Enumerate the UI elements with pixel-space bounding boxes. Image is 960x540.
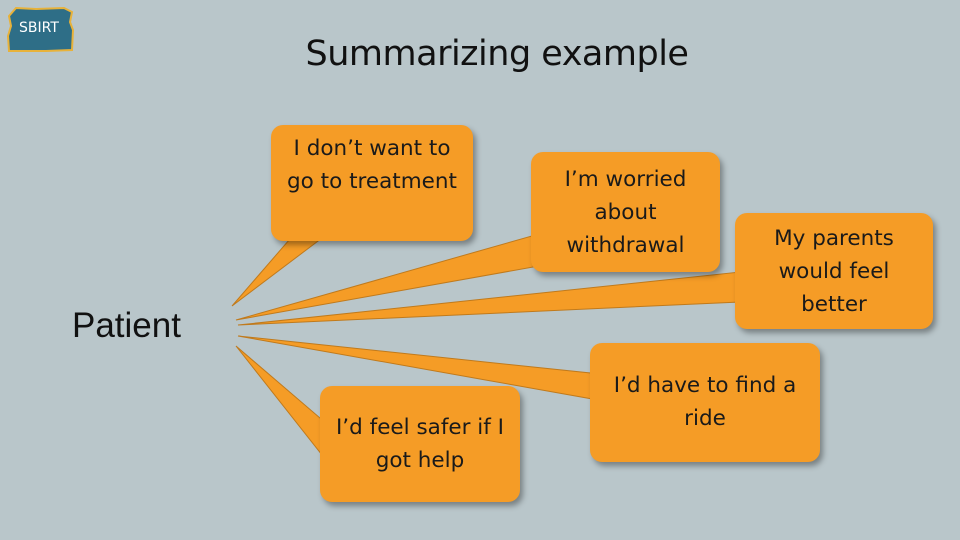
tail-1	[231, 231, 332, 307]
speech-bubble-withdrawal: I’m worried about withdrawal	[531, 152, 720, 272]
logo-text: SBIRT	[19, 20, 59, 36]
speech-bubble-ride: I’d have to find a ride	[590, 343, 820, 462]
patient-label: Patient	[72, 306, 181, 345]
bubble-text: My parents would feel better	[774, 225, 894, 317]
oregon-map-icon	[6, 6, 75, 52]
speech-bubble-parents: My parents would feel better	[735, 213, 933, 329]
speech-bubble-safer: I’d feel safer if I got help	[320, 386, 520, 502]
sbirt-logo: SBIRT	[6, 6, 75, 52]
bubble-text: I’d have to find a ride	[613, 373, 797, 431]
bubble-text: I don’t want to go to treatment	[287, 136, 457, 194]
speech-bubble-no-treatment: I don’t want to go to treatment	[271, 125, 473, 241]
slide-title: Summarizing example	[305, 34, 689, 74]
bubble-text: I’d feel safer if I got help	[335, 415, 505, 473]
bubble-text: I’m worried about withdrawal	[564, 166, 687, 258]
